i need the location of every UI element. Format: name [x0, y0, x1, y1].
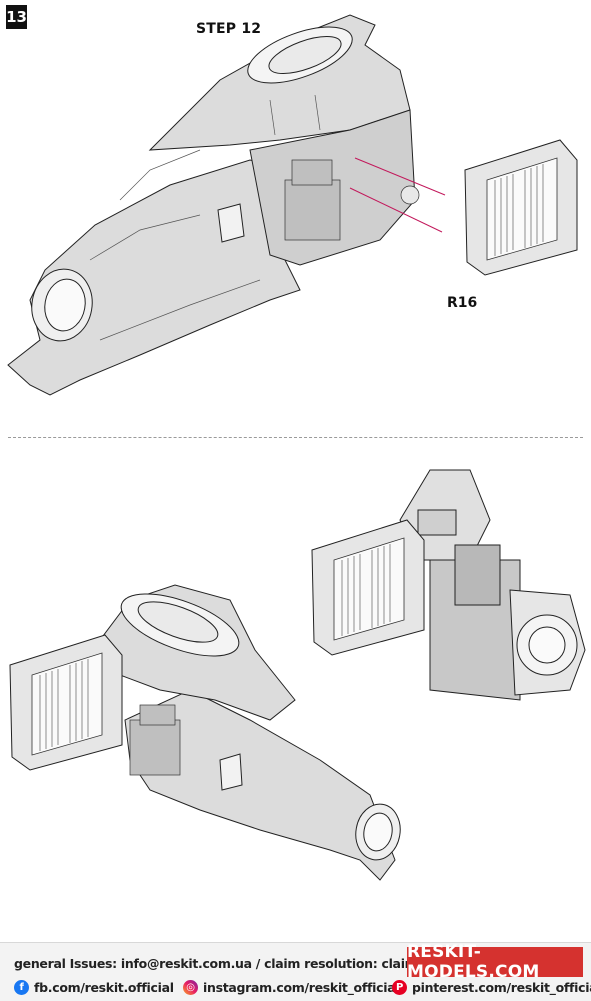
upper-fuselage: [7, 14, 420, 396]
exploded-left-panel: [311, 519, 425, 656]
pinterest-link[interactable]: P pinterest.com/reskit_official: [392, 980, 591, 995]
assembly-drawing: [7, 14, 586, 881]
facebook-label: fb.com/reskit.official: [34, 980, 174, 995]
lower-fuselage: [99, 584, 401, 881]
instagram-label: instagram.com/reskit_official: [203, 980, 400, 995]
facebook-link[interactable]: f fb.com/reskit.official: [14, 980, 174, 995]
section-divider: [8, 437, 583, 438]
page-number: 13: [6, 5, 27, 29]
brand-badge[interactable]: RESKIT-MODELS.COM: [407, 942, 583, 982]
part-r16-panel: [464, 139, 578, 276]
facebook-icon: f: [14, 980, 29, 995]
instagram-icon: ◎: [183, 980, 198, 995]
pinterest-icon: P: [392, 980, 407, 995]
lower-left-panel: [9, 634, 123, 771]
engine-exploded-view: [399, 469, 586, 701]
step-label: STEP 12: [196, 21, 262, 37]
footer: general Issues: info@reskit.com.ua / cla…: [0, 942, 591, 1001]
contact-issues-text: general Issues: info@reskit.com.ua / cla…: [14, 956, 530, 971]
pinterest-label: pinterest.com/reskit_official: [412, 980, 591, 995]
instagram-link[interactable]: ◎ instagram.com/reskit_official: [183, 980, 400, 995]
part-label-r16: R16: [447, 295, 478, 311]
